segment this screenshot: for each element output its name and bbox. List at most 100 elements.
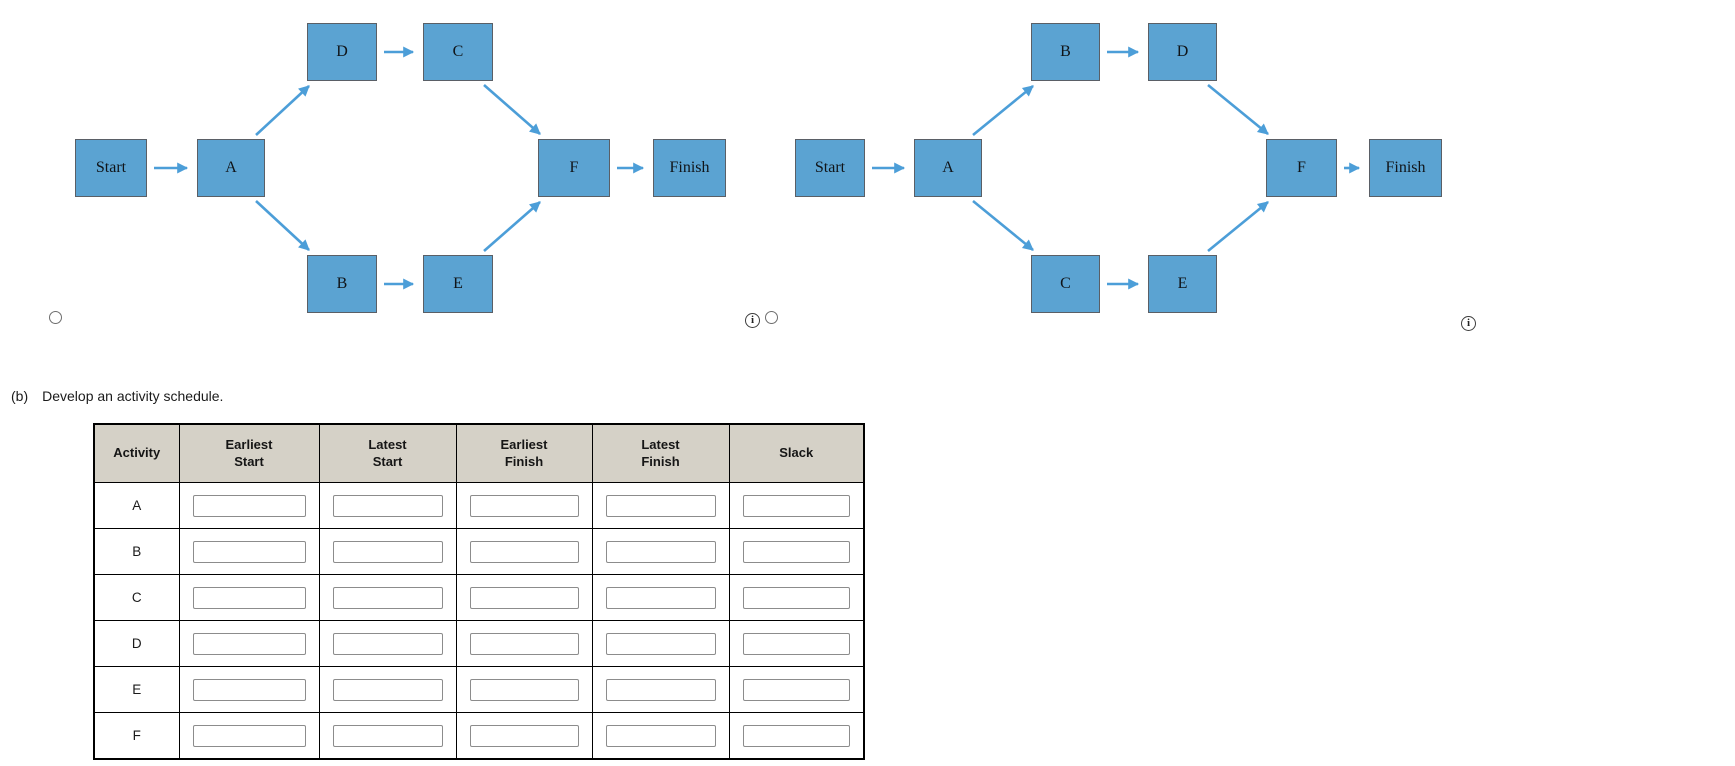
schedule-input-C-latest-start[interactable]: [332, 586, 443, 609]
cell-E-slack: [728, 666, 865, 713]
arrow-option-1-a-to-b: [255, 200, 310, 251]
schedule-input-D-latest-finish[interactable]: [605, 632, 716, 655]
node-label: F: [1297, 159, 1306, 176]
cell-C-latest-finish: [591, 574, 730, 621]
col-header-slack: Slack: [728, 423, 865, 483]
node-label: C: [452, 43, 464, 60]
node-label: C: [1060, 275, 1071, 292]
schedule-input-A-latest-start[interactable]: [332, 494, 443, 517]
schedule-input-E-latest-finish[interactable]: [605, 678, 716, 701]
schedule-input-A-slack[interactable]: [742, 494, 850, 517]
schedule-input-C-latest-finish[interactable]: [605, 586, 716, 609]
node-option-1-e: E: [423, 255, 493, 313]
question-b: (b) Develop an activity schedule.: [11, 388, 223, 404]
row-label-E: E: [93, 666, 180, 713]
node-label: Start: [95, 159, 127, 176]
schedule-input-D-earliest-finish[interactable]: [469, 632, 579, 655]
schedule-input-B-latest-start[interactable]: [332, 540, 443, 563]
node-option-2-finish: Finish: [1369, 139, 1442, 197]
table-row-D: D: [93, 620, 865, 667]
node-label: F: [569, 159, 579, 176]
arrow-option-2-a-to-c: [972, 199, 1034, 252]
option-1-info-icon[interactable]: i: [745, 313, 760, 328]
node-label: E: [453, 275, 463, 292]
node-option-1-c: C: [423, 23, 493, 81]
schedule-input-B-earliest-start[interactable]: [192, 540, 306, 563]
node-label: Start: [814, 159, 846, 176]
cell-A-latest-finish: [591, 482, 730, 529]
cell-C-earliest-start: [178, 574, 320, 621]
schedule-input-D-slack[interactable]: [742, 632, 850, 655]
cell-B-latest-finish: [591, 528, 730, 575]
node-option-1-b: B: [307, 255, 377, 313]
cell-A-latest-start: [318, 482, 457, 529]
cell-D-slack: [728, 620, 865, 667]
arrow-option-2-e-to-f: [1207, 200, 1269, 253]
cell-F-latest-finish: [591, 712, 730, 760]
option-1-radio-button[interactable]: [49, 311, 62, 324]
table-row-F: F: [93, 712, 865, 760]
col-header-earliest-start: Earliest Start: [178, 423, 320, 483]
node-label: B: [336, 275, 348, 292]
arrow-option-2-a-to-b: [972, 84, 1034, 137]
table-row-A: A: [93, 482, 865, 529]
schedule-input-F-earliest-start[interactable]: [192, 724, 306, 747]
arrow-option-2-d-to-f: [1207, 83, 1269, 136]
cell-A-earliest-finish: [455, 482, 593, 529]
node-label: Finish: [669, 159, 710, 176]
schedule-input-B-latest-finish[interactable]: [605, 540, 716, 563]
schedule-input-E-earliest-start[interactable]: [192, 678, 306, 701]
cell-A-earliest-start: [178, 482, 320, 529]
schedule-input-F-slack[interactable]: [742, 724, 850, 747]
cell-E-earliest-start: [178, 666, 320, 713]
node-option-2-d: D: [1148, 23, 1217, 81]
node-label: E: [1177, 275, 1188, 292]
schedule-input-E-earliest-finish[interactable]: [469, 678, 579, 701]
question-part-label: (b): [11, 388, 29, 404]
option-2-radio-button[interactable]: [765, 311, 778, 324]
arrow-option-1-a-to-d: [255, 85, 310, 136]
cell-E-earliest-finish: [455, 666, 593, 713]
schedule-input-C-earliest-start[interactable]: [192, 586, 306, 609]
schedule-input-F-latest-finish[interactable]: [605, 724, 716, 747]
cell-C-latest-start: [318, 574, 457, 621]
cell-B-earliest-start: [178, 528, 320, 575]
row-label-C: C: [93, 574, 180, 621]
cell-B-earliest-finish: [455, 528, 593, 575]
node-label: A: [225, 159, 237, 176]
node-option-1-finish: Finish: [653, 139, 726, 197]
row-label-F: F: [93, 712, 180, 760]
schedule-input-C-earliest-finish[interactable]: [469, 586, 579, 609]
cell-D-earliest-start: [178, 620, 320, 667]
schedule-input-E-slack[interactable]: [742, 678, 850, 701]
table-row-C: C: [93, 574, 865, 621]
schedule-input-A-earliest-finish[interactable]: [469, 494, 579, 517]
option-2-info-icon[interactable]: i: [1461, 316, 1476, 331]
table-row-E: E: [93, 666, 865, 713]
row-label-A: A: [93, 482, 180, 529]
node-option-2-f: F: [1266, 139, 1337, 197]
node-option-1-d: D: [307, 23, 377, 81]
schedule-input-F-earliest-finish[interactable]: [469, 724, 579, 747]
schedule-input-A-latest-finish[interactable]: [605, 494, 716, 517]
schedule-input-D-earliest-start[interactable]: [192, 632, 306, 655]
cell-C-earliest-finish: [455, 574, 593, 621]
schedule-input-A-earliest-start[interactable]: [192, 494, 306, 517]
node-option-1-start: Start: [75, 139, 147, 197]
schedule-input-B-slack[interactable]: [742, 540, 850, 563]
row-label-B: B: [93, 528, 180, 575]
node-option-2-b: B: [1031, 23, 1100, 81]
node-label: D: [1176, 43, 1189, 60]
schedule-input-F-latest-start[interactable]: [332, 724, 443, 747]
schedule-input-B-earliest-finish[interactable]: [469, 540, 579, 563]
col-header-latest-finish: Latest Finish: [591, 423, 730, 483]
schedule-input-E-latest-start[interactable]: [332, 678, 443, 701]
schedule-input-C-slack[interactable]: [742, 586, 850, 609]
schedule-input-D-latest-start[interactable]: [332, 632, 443, 655]
cell-D-latest-start: [318, 620, 457, 667]
col-header-earliest-finish: Earliest Finish: [455, 423, 593, 483]
